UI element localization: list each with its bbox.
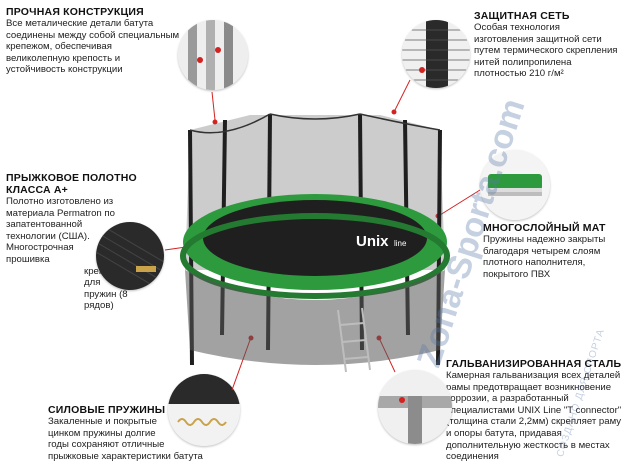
galvanized-steel-line: рамы предотвращает возникновение [446,381,612,393]
safety-net-line: Особая технология [474,22,560,33]
multilayer-mat-line: плотного наполнителя, [483,257,586,269]
safety-net-line: путем термического скрепления [474,45,618,57]
multilayer-mat-line: благодаря четырем слоям [483,245,601,257]
jumping-mat-line: технологии (США). [6,230,90,242]
jumping-mat-line: Многострочная [6,242,74,254]
jumping-mat-detail-image [96,222,164,290]
multilayer-mat-title: МНОГОСЛОЙНЫЙ МАТ [483,222,606,234]
strong-construction-line: крепежом, обеспечивая [6,41,112,53]
multilayer-mat-line: покрытого ПВХ [483,268,551,280]
strong-construction-line: Все металические детали батута [6,18,154,29]
safety-net-line: плотностью 210 г/м² [474,68,564,80]
jumping-mat-title: ПРЫЖКОВОЕ ПОЛОТНО [6,172,137,184]
galvanized-steel-line: и опоры батута, придавая [446,427,562,439]
jumping-mat-line: запатентованной [6,219,83,231]
frame-connector-detail-image [178,20,248,90]
galvanized-steel-line: коррозии, а разработанный [446,393,569,405]
multilayer-mat-block: МНОГОСЛОЙНЫЙ МАТ Пружины надежно закрыты… [483,222,631,280]
strong-construction-line: великолепную крепость и [6,52,121,64]
galvanized-steel-title: ГАЛЬВАНИЗИРОВАННАЯ СТАЛЬ [446,358,622,370]
multilayer-mat-detail-image [480,150,550,220]
strong-construction-line: соединены между собой специальным [6,29,180,41]
galvanized-steel-line: специалистами UNIX Line "T connector" [446,404,622,416]
power-springs-line: цинком пружины долгие [48,427,156,439]
safety-net-title: ЗАЩИТНАЯ СЕТЬ [474,10,570,22]
brand-logo-suffix: line [394,239,407,248]
jumping-mat-title: КЛАССА А+ [6,184,69,196]
galvanized-steel-line: (толщина стали 2,2мм) скрепляет раму [446,416,622,428]
strong-construction-title: ПРОЧНАЯ КОНСТРУКЦИЯ [6,6,144,18]
jumping-mat-line: материала Permatron по [6,207,115,219]
power-springs-block: СИЛОВЫЕ ПРУЖИНЫ Закаленные и покрытые ци… [48,404,218,462]
power-springs-line: годы сохраняют отличные [48,439,165,451]
safety-net-block: ЗАЩИТНАЯ СЕТЬ Особая технология изготовл… [474,10,629,80]
jumping-mat-line: пружин (8 рядов) [84,288,128,312]
power-springs-title: СИЛОВЫЕ ПРУЖИНЫ [48,404,166,416]
strong-construction-block: ПРОЧНАЯ КОНСТРУКЦИЯ Все металические дет… [6,6,196,76]
trampoline-illustration: Unix line [170,110,460,380]
galvanized-steel-line: Камерная гальванизация всех деталей [446,370,621,381]
multilayer-mat-line: Пружины надежно закрыты [483,234,606,245]
galvanized-steel-block: ГАЛЬВАНИЗИРОВАННАЯ СТАЛЬ Камерная гальва… [446,358,631,463]
power-springs-line: Закаленные и покрытые [48,416,157,427]
jumping-mat-block: ПРЫЖКОВОЕ ПОЛОТНО КЛАССА А+ Полотно изго… [6,172,146,312]
power-springs-detail-image [168,374,240,446]
brand-logo: Unix [356,233,389,250]
jumping-mat-line: прошивка [6,253,50,265]
jumping-mat-line: Полотно изготовлено из [6,196,114,207]
safety-net-line: нитей полипропилена [474,56,572,68]
galvanized-steel-line: дополнительную жесткость в местах [446,439,610,451]
safety-net-detail-image [402,20,470,88]
power-springs-line: прыжковые характеристики батута [48,450,203,462]
galvanized-steel-line: соединения [446,451,499,463]
strong-construction-line: устойчивость конструкции [6,64,123,76]
t-connector-detail-image [378,370,452,444]
safety-net-line: изготовления защитной сети [474,33,602,45]
